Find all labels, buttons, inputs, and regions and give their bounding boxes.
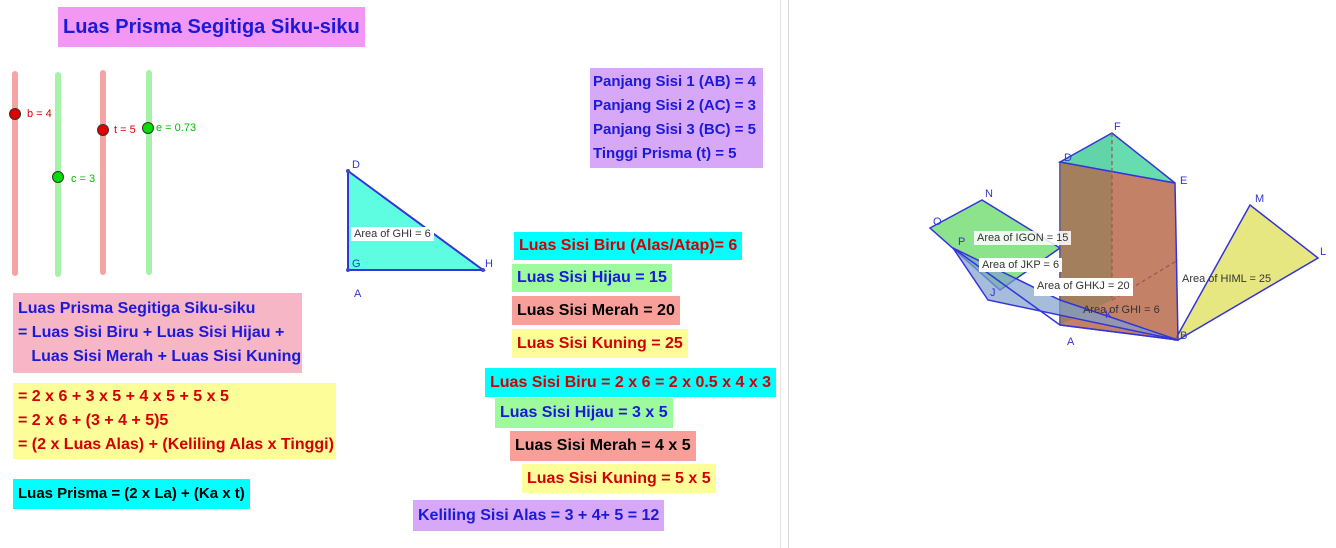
area-igon-label: Area of IGON = 15 <box>974 231 1072 245</box>
point-o-3d: O <box>933 216 942 228</box>
calc-kuning-box: Luas Sisi Kuning = 5 x 5 <box>522 464 716 493</box>
prism-height-text: Tinggi Prisma (t) = 5 <box>593 145 737 162</box>
slider-b-handle[interactable] <box>9 108 21 120</box>
formula-pink-line-1: Luas Prisma Segitiga Siku-siku <box>18 300 256 317</box>
point-m-3d: M <box>1255 193 1265 205</box>
area-himl-label: Area of HIML = 25 <box>1182 273 1272 285</box>
formula-yellow-line-2: = 2 x 6 + (3 + 4 + 5)5 <box>18 412 169 429</box>
point-a-label: A <box>354 288 362 300</box>
side-bc-text: Panjang Sisi 3 (BC) = 5 <box>593 121 756 138</box>
formula-pink-box: Luas Prisma Segitiga Siku-siku = Luas Si… <box>13 293 302 373</box>
luas-merah-box: Luas Sisi Merah = 20 <box>512 296 680 325</box>
triangle-2d-point-d[interactable] <box>346 169 350 173</box>
triangle-area-label: Area of GHI = 6 <box>351 227 434 241</box>
point-j-3d: J <box>990 287 996 299</box>
calc-keliling-box: Keliling Sisi Alas = 3 + 4+ 5 = 12 <box>413 500 665 531</box>
luas-biru-box: Luas Sisi Biru (Alas/Atap)= 6 <box>514 232 743 260</box>
calc-hijau-box: Luas Sisi Hijau = 3 x 5 <box>495 398 673 428</box>
point-b-3d: B <box>1180 330 1188 342</box>
formula-pink-line-2: = Luas Sisi Biru + Luas Sisi Hijau + <box>18 324 285 341</box>
formula-yellow-line-1: = 2 x 6 + 3 x 5 + 4 x 5 + 5 x 5 <box>18 388 229 405</box>
prism-net-3d <box>928 132 1320 341</box>
point-d-label: D <box>352 159 360 171</box>
edge-1 <box>1059 324 1179 341</box>
point-f-3d: F <box>1114 121 1121 133</box>
slider-c-handle[interactable] <box>52 171 64 183</box>
hidden-edge-2 <box>1111 259 1179 301</box>
slider-b-label: b = 4 <box>27 108 52 120</box>
point-l-3d: L <box>1320 246 1327 258</box>
slider-b-track[interactable] <box>12 71 18 276</box>
point-e-3d: E <box>1180 175 1188 187</box>
formula-pink-line-3: Luas Sisi Merah + Luas Sisi Kuning <box>18 348 302 365</box>
point-d-3d: D <box>1064 152 1072 164</box>
side-lengths-box: Panjang Sisi 1 (AB) = 4 Panjang Sisi 2 (… <box>590 68 763 168</box>
face-biru-top[interactable] <box>1057 132 1176 184</box>
luas-kuning-box: Luas Sisi Kuning = 25 <box>512 329 688 358</box>
slider-c-label: c = 3 <box>71 173 96 185</box>
panel-divider-2[interactable] <box>788 0 789 548</box>
slider-t-track[interactable] <box>100 70 106 275</box>
point-a-3d: A <box>1067 336 1075 348</box>
calc-merah-box: Luas Sisi Merah = 4 x 5 <box>510 431 696 461</box>
formula-yellow-line-3: = (2 x Luas Alas) + (Keliling Alas x Tin… <box>18 436 334 453</box>
point-p-3d: P <box>958 236 966 248</box>
triangle-2d <box>346 169 487 272</box>
slider-t-label: t = 5 <box>114 124 136 136</box>
point-g-label: G <box>352 258 361 270</box>
slider-t-handle[interactable] <box>97 124 109 136</box>
point-n-3d: N <box>985 188 993 200</box>
slider-e-handle[interactable] <box>142 122 154 134</box>
panel-divider <box>780 0 781 548</box>
side-ac-text: Panjang Sisi 2 (AC) = 3 <box>593 97 756 114</box>
area-ghkj-label: Area of GHKJ = 20 <box>1034 278 1133 296</box>
point-k-3d: K <box>1105 309 1113 321</box>
page-title: Luas Prisma Segitiga Siku-siku <box>58 7 365 47</box>
slider-e-label: e = 0.73 <box>156 122 197 134</box>
luas-hijau-box: Luas Sisi Hijau = 15 <box>512 264 672 292</box>
edge-2 <box>952 247 1061 326</box>
slider-e-track[interactable] <box>146 70 152 275</box>
triangle-2d-point-h[interactable] <box>481 268 485 272</box>
triangle-2d-fill <box>347 169 487 271</box>
area-jkp-label: Area of JKP = 6 <box>979 258 1063 272</box>
face-merah-back <box>1060 133 1112 325</box>
formula-final-box: Luas Prisma = (2 x La) + (Ka x t) <box>13 479 250 509</box>
triangle-2d-point-g[interactable] <box>346 268 350 272</box>
calc-biru-box: Luas Sisi Biru = 2 x 6 = 2 x 0.5 x 4 x 3 <box>485 368 777 397</box>
formula-yellow-box: = 2 x 6 + 3 x 5 + 4 x 5 + 5 x 5 = 2 x 6 … <box>13 383 336 459</box>
point-h-label: H <box>485 258 493 270</box>
area-ghi-label: Area of GHI = 6 <box>1083 304 1160 316</box>
side-ab-text: Panjang Sisi 1 (AB) = 4 <box>593 73 756 90</box>
